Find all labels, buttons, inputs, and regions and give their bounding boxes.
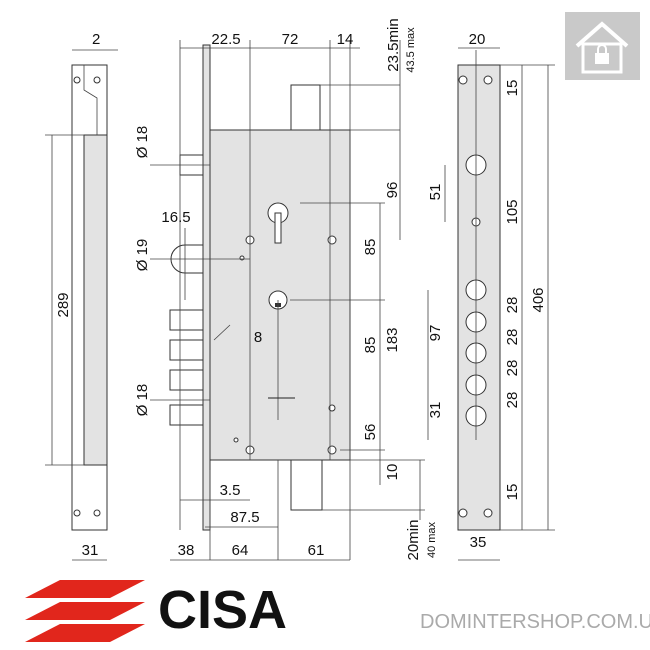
dim-top-a: 22.5 [211, 31, 240, 48]
dim-strike-e3: 28 [504, 360, 521, 377]
dim-latch-dia: Ø 18 [134, 126, 151, 159]
dim-strike-top: 15 [504, 80, 521, 97]
brand-name: CISA [158, 580, 287, 640]
dim-bolt-dia: Ø 18 [134, 384, 151, 417]
dim-right-b: 85 [362, 239, 379, 256]
dim-strike-width-top: 20 [469, 31, 486, 48]
dim-strike-bottom: 15 [504, 484, 521, 501]
dim-top-min: 23.5min [385, 18, 402, 71]
dim-top-b: 72 [282, 31, 299, 48]
dim-strike-b: 105 [504, 199, 521, 224]
dim-strip-height: 289 [55, 292, 72, 317]
strike-plate [427, 47, 555, 561]
dim-bottom-c: 38 [178, 542, 195, 559]
dim-strike-e1: 28 [504, 297, 521, 314]
dim-strike-e2: 28 [504, 329, 521, 346]
dim-mid-dia: Ø 19 [134, 239, 151, 272]
dim-offset: 16.5 [161, 209, 190, 226]
dim-strip-top: 2 [92, 31, 100, 48]
home-lock-icon [565, 12, 640, 80]
dim-right-f: 10 [384, 464, 401, 481]
dim-right-c: 85 [362, 337, 379, 354]
dim-strike-width: 35 [470, 534, 487, 551]
dim-bottom-max: 40 max [426, 521, 438, 558]
dim-strip-width: 31 [82, 542, 99, 559]
dim-square: 8 [254, 329, 262, 346]
dim-bottom-e: 61 [308, 542, 325, 559]
dim-strike-c: 97 [427, 325, 444, 342]
dim-bottom-min: 20min [405, 520, 422, 561]
dim-strike-d: 31 [427, 402, 444, 419]
left-faceplate [45, 49, 118, 561]
dim-strike-a: 51 [427, 184, 444, 201]
watermark: DOMINTERSHOP.COM.UA [420, 611, 650, 633]
lock-body [150, 40, 425, 561]
dim-right-e: 56 [362, 424, 379, 441]
cisa-logo-mark [25, 580, 145, 642]
dim-bottom-a: 3.5 [220, 482, 241, 499]
dim-right-d: 183 [384, 327, 401, 352]
dim-top-c: 14 [337, 31, 354, 48]
dim-bottom-d: 64 [232, 542, 249, 559]
dim-top-max: 43.5 max [405, 27, 417, 73]
dim-strike-e4: 28 [504, 392, 521, 409]
dim-bottom-b: 87.5 [230, 509, 259, 526]
dim-strike-total: 406 [530, 287, 547, 312]
dim-right-a: 96 [384, 182, 401, 199]
